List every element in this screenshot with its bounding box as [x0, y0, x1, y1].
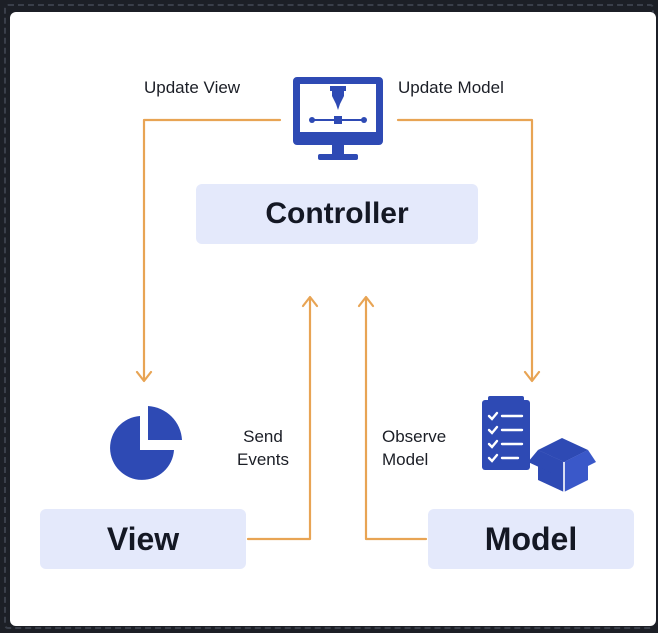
monitor-pen-tool-icon	[293, 77, 383, 160]
edge-label-send-line-2: Events	[237, 450, 289, 469]
model-node: Model	[428, 509, 634, 569]
view-label: View	[106, 520, 180, 557]
checklist-box-icon	[482, 396, 596, 492]
arrowhead-update-model	[523, 370, 541, 383]
edge-label-observe-line-1: Observe	[382, 427, 447, 446]
edge-label-update-view: Update View	[144, 78, 241, 97]
arrow-update-model	[396, 118, 534, 382]
pie-chart-icon	[110, 406, 182, 480]
connector-layer	[135, 118, 541, 541]
controller-label: Controller	[265, 197, 409, 230]
edge-label-update-model: Update Model	[398, 78, 504, 97]
arrowhead-observe-model	[357, 295, 375, 308]
model-label: Model	[484, 520, 578, 557]
edge-label-observe-model: Observe Model	[382, 425, 472, 471]
controller-node: Controller	[196, 184, 478, 244]
arrowhead-update-view	[135, 370, 153, 383]
edge-label-send-line-1: Send	[243, 427, 283, 446]
diagram-card: Controller View Model Update View Update…	[10, 12, 656, 626]
arrowhead-send-events	[301, 295, 319, 308]
edge-label-send-events: Send Events	[229, 425, 297, 471]
edge-label-observe-line-2: Model	[382, 450, 429, 469]
arrow-observe-model	[364, 296, 428, 541]
arrow-update-view	[142, 118, 282, 382]
arrow-send-events	[246, 296, 312, 541]
view-node: View	[40, 509, 246, 569]
